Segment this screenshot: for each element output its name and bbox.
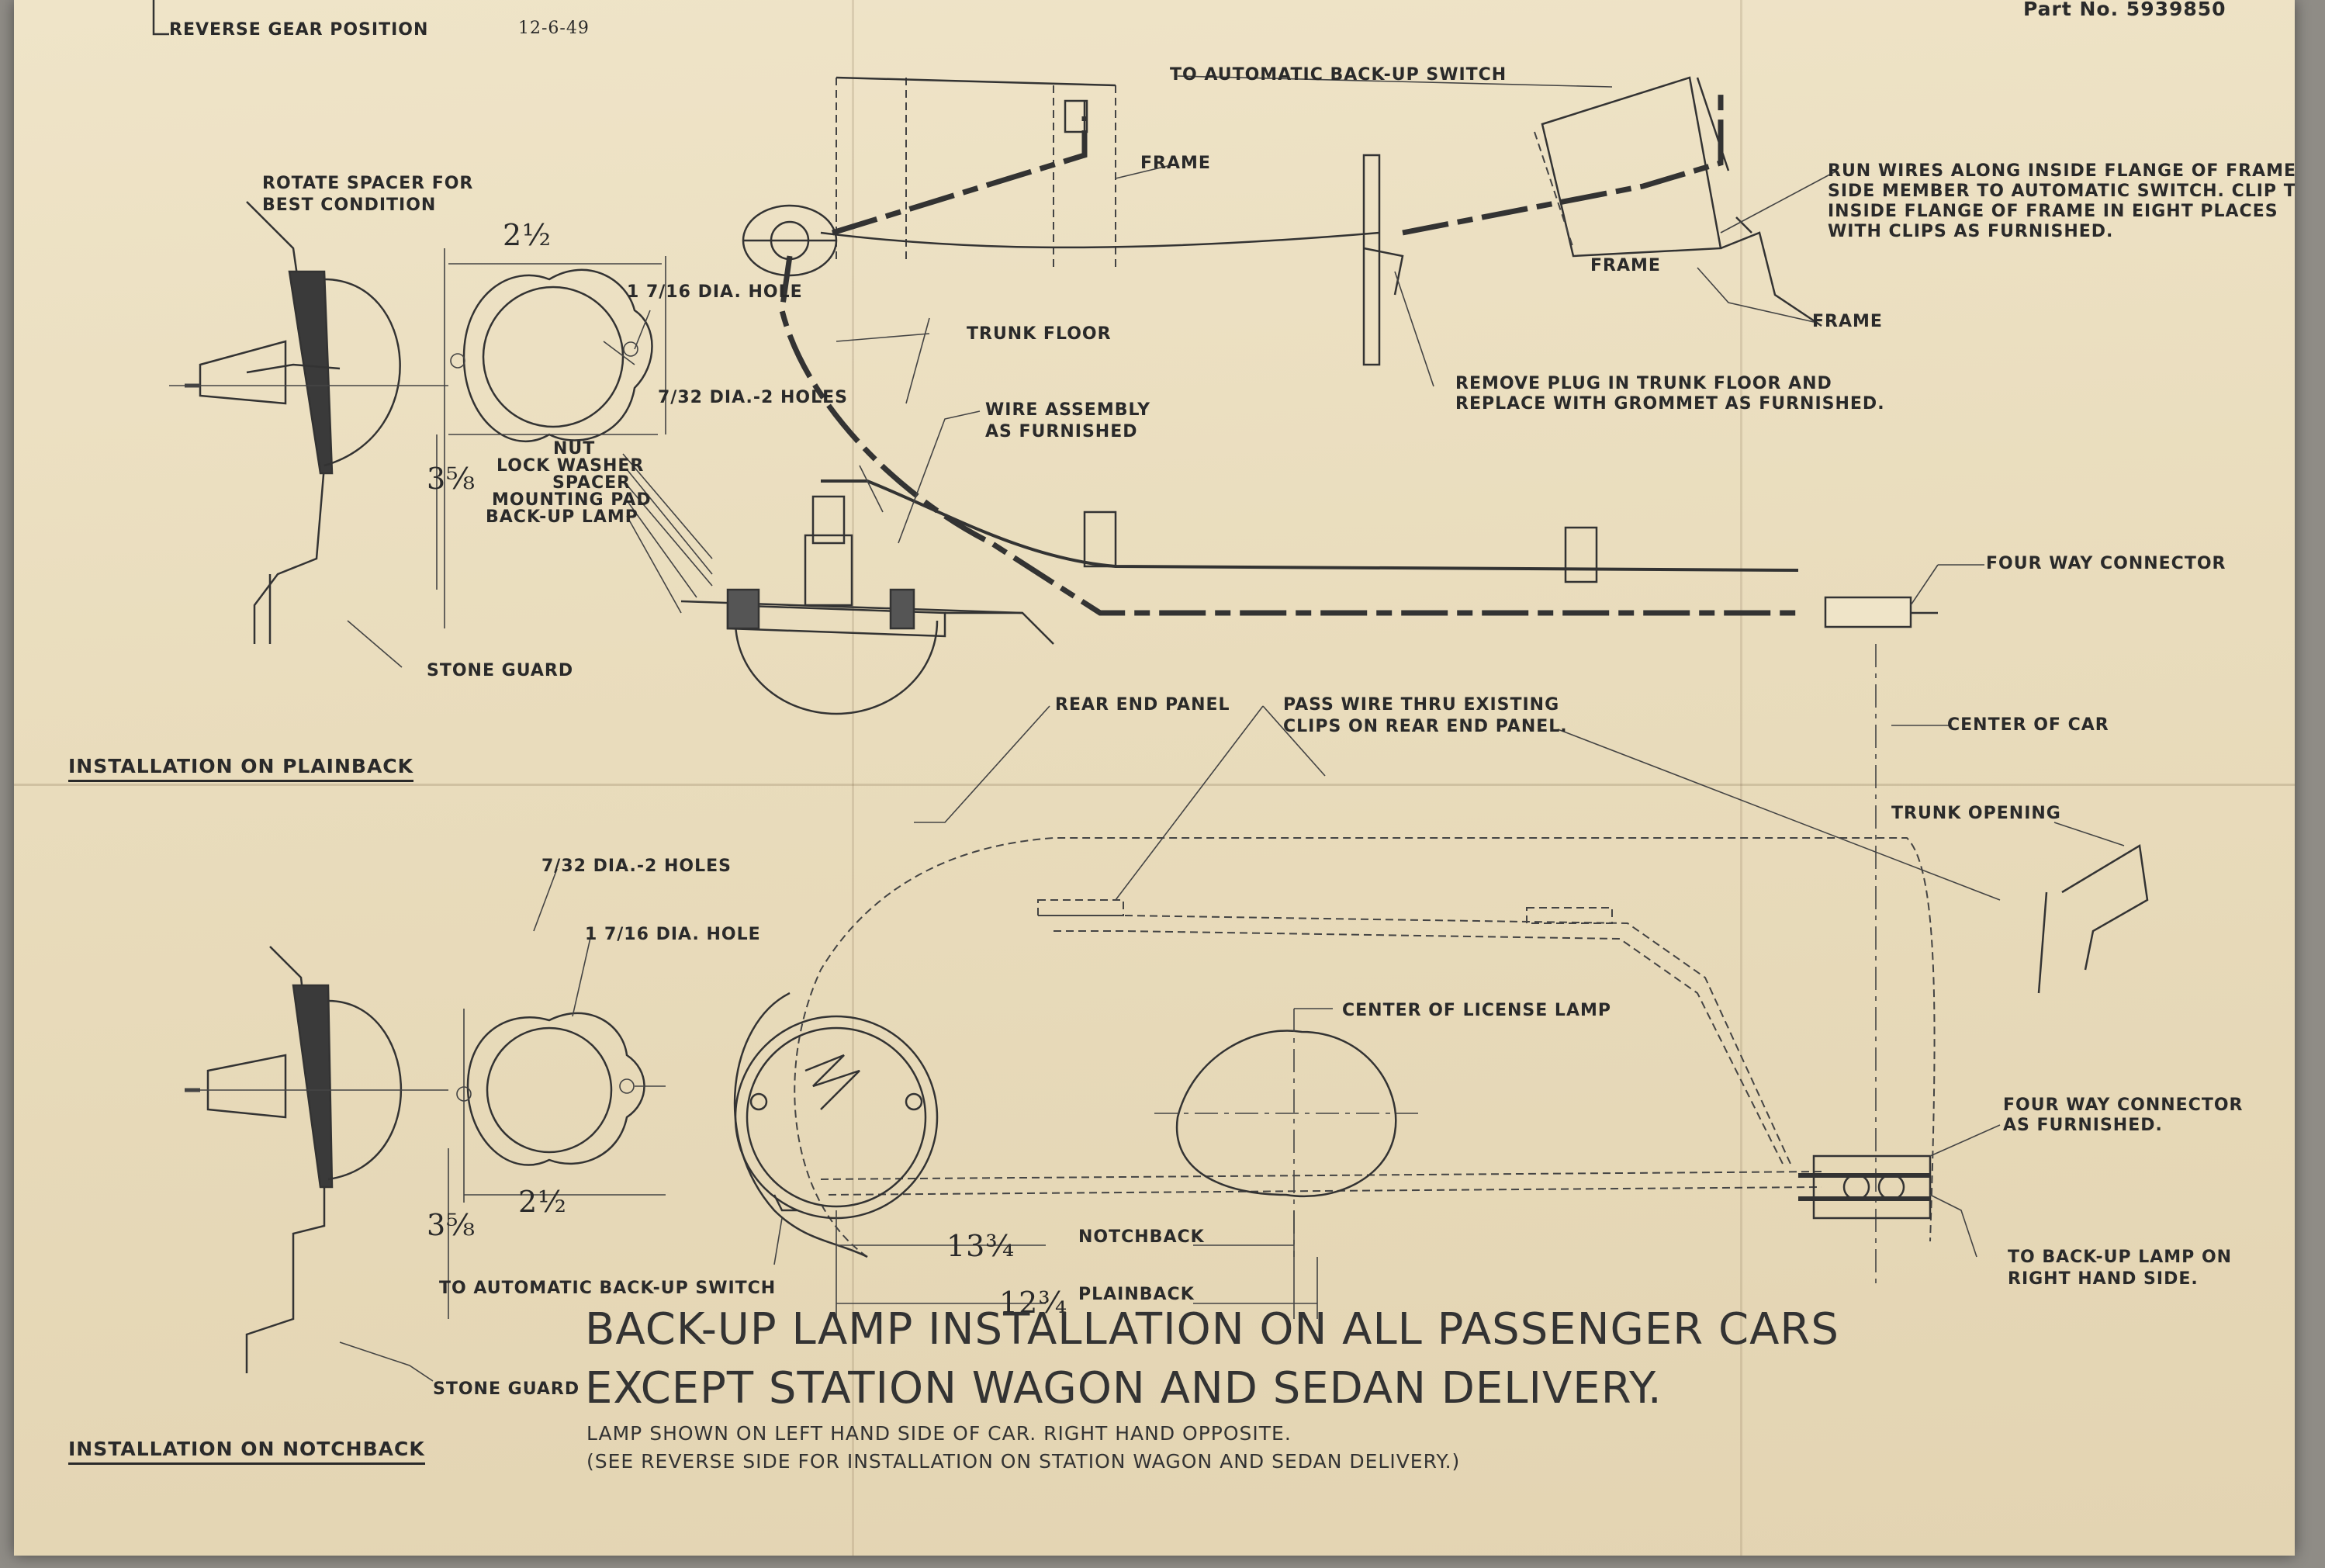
diagram-line-art [152,0,2149,1382]
notchback-height-dimension: 3⅝ [427,1208,476,1242]
notchback-dimension-lines [836,1210,1318,1319]
to-auto-switch-top-label: TO AUTOMATIC BACK-UP SWITCH [1170,65,1507,85]
frame-label-right-b: FRAME [1812,312,1883,331]
run-wires-line-3: INSIDE FLANGE OF FRAME IN EIGHT PLACES [1828,202,2278,221]
part-spacer-label: SPACER [552,473,631,493]
plainback-heading: INSTALLATION ON PLAINBACK [68,755,414,782]
reverse-gear-label: REVERSE GEAR POSITION [169,20,429,40]
date-label: 12-6-49 [518,19,590,38]
fold-line-vertical-right [1740,0,1742,1556]
plainback-small-holes-label: 7/32 DIA.-2 HOLES [658,388,848,407]
notchback-distance-label: NOTCHBACK [1078,1227,1205,1247]
wire-assembly-line-2: AS FURNISHED [985,422,1138,441]
fold-line-vertical-left [852,0,854,1556]
plainback-distance-dimension: 12¾ [999,1286,1068,1320]
to-right-lamp-line-2: RIGHT HAND SIDE. [2008,1269,2199,1289]
notchback-large-hole-label: 1 7/16 DIA. HOLE [585,925,761,944]
trunk-opening-hinge [2037,822,2149,994]
notchback-width-dimension: 2½ [518,1185,568,1219]
plainback-distance-label: PLAINBACK [1078,1285,1195,1304]
trunk-opening-label: TRUNK OPENING [1891,804,2061,823]
plainback-stone-guard-label: STONE GUARD [427,661,574,680]
four-way-furnished-line-2: AS FURNISHED. [2003,1116,2163,1135]
notchback-distance-dimension: 13¾ [946,1229,1015,1263]
center-of-license-lamp-label: CENTER OF LICENSE LAMP [1342,1001,1611,1020]
license-lamp [1154,1008,1418,1257]
wire-assembly [779,93,1799,616]
part-lock-washer-label: LOCK WASHER [496,456,645,476]
title-line-2: EXCEPT STATION WAGON AND SEDAN DELIVERY. [585,1363,1662,1414]
frame-and-trunk-floor [820,76,1822,366]
pass-wire-line-2: CLIPS ON REAR END PANEL. [1283,717,1568,736]
run-wires-line-4: WITH CLIPS AS FURNISHED. [1828,222,2114,241]
upper-leader-lines [622,75,2001,901]
run-wires-line-2: SIDE MEMBER TO AUTOMATIC SWITCH. CLIP TO [1828,182,2295,201]
note-line-2: (SEE REVERSE SIDE FOR INSTALLATION ON ST… [586,1450,1461,1473]
part-number: Part No. 5939850 [2023,0,2226,20]
part-nut-label: NUT [553,439,596,459]
plainback-lamp-section [169,201,448,644]
notchback-mounting-pad [448,868,666,1319]
plainback-mounting-pad [436,248,666,628]
part-mounting-pad-label: MOUNTING PAD [492,490,652,510]
instruction-sheet: REVERSE GEAR POSITION 12-6-49 Part No. 5… [14,0,2295,1556]
remove-plug-line-2: REPLACE WITH GROMMET AS FURNISHED. [1455,394,1885,414]
to-auto-switch-bottom-label: TO AUTOMATIC BACK-UP SWITCH [439,1279,777,1298]
plainback-large-hole-label: 1 7/16 DIA. HOLE [627,282,803,302]
part-back-up-lamp-label: BACK-UP LAMP [486,507,638,527]
notchback-lamp-section [185,946,448,1382]
notchback-small-holes-label: 7/32 DIA.-2 HOLES [541,857,732,876]
plainback-width-dimension: 2½ [503,218,552,252]
fold-line-horizontal [14,784,2295,786]
frame-label-right-a: FRAME [1590,256,1661,275]
four-way-connector-label: FOUR WAY CONNECTOR [1986,554,2226,573]
center-of-car-label: CENTER OF CAR [1947,715,2109,735]
four-way-furnished-line-1: FOUR WAY CONNECTOR [2003,1096,2244,1115]
trunk-floor-label: TRUNK FLOOR [967,324,1112,344]
four-way-connector-bottom [1798,1124,2001,1258]
plainback-height-dimension: 3⅝ [427,462,476,496]
rotate-spacer-label: ROTATE SPACER FOR [262,174,474,193]
notchback-stone-guard-label: STONE GUARD [433,1379,580,1399]
run-wires-line-1: RUN WIRES ALONG INSIDE FLANGE OF FRAME [1828,161,2295,181]
rear-end-panel-label: REAR END PANEL [1055,695,1230,715]
to-right-lamp-line-1: TO BACK-UP LAMP ON [2008,1248,2233,1267]
header-bracket [152,0,169,36]
four-way-connector-top [1824,596,1938,628]
remove-plug-line-1: REMOVE PLUG IN TRUNK FLOOR AND [1455,374,1832,393]
frame-label-center: FRAME [1140,154,1211,173]
pass-wire-line-1: PASS WIRE THRU EXISTING [1283,695,1560,715]
wire-assembly-line-1: WIRE ASSEMBLY [985,400,1151,420]
back-up-lamp-top [680,495,1054,715]
rear-end-panel-outline [733,837,1936,1258]
title-line-1: BACK-UP LAMP INSTALLATION ON ALL PASSENG… [585,1304,1839,1355]
wire-clips [1064,99,1598,583]
plainback-stone-guard [268,574,403,668]
best-condition-label: BEST CONDITION [262,196,437,215]
notchback-heading: INSTALLATION ON NOTCHBACK [68,1438,425,1465]
note-line-1: LAMP SHOWN ON LEFT HAND SIDE OF CAR. RIG… [586,1422,1292,1445]
